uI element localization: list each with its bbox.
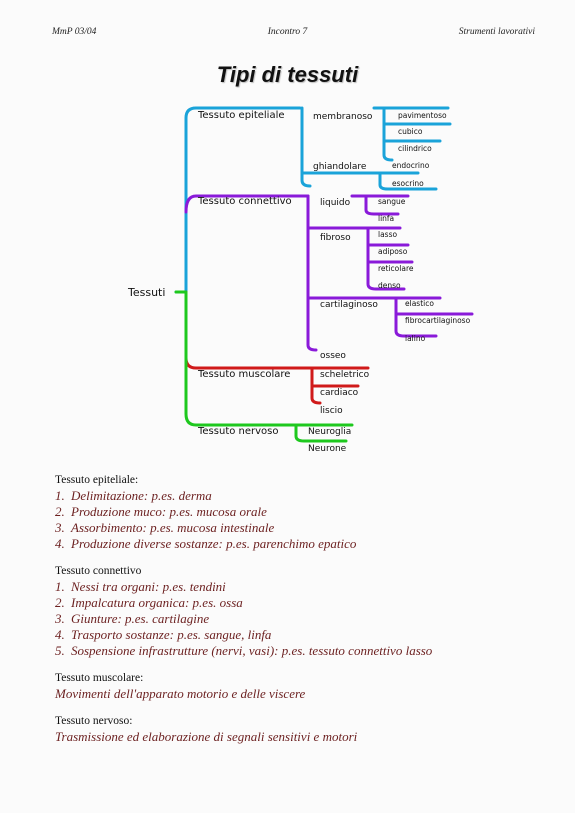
section-epiteliale: Tessuto epiteliale: 1. Delimitazione: p.e… xyxy=(55,473,555,552)
item-text: Delimitazione: p.es. derma xyxy=(71,488,212,503)
header-center: Incontro 7 xyxy=(267,27,308,37)
connector-ghiandolare-children xyxy=(370,171,438,191)
section-title: Tessuto nervoso: xyxy=(55,715,133,727)
item-number: 1. xyxy=(55,579,65,594)
connector-membranoso-children xyxy=(372,106,452,162)
list-item: 3. Giunture: p.es. cartilagine xyxy=(55,611,555,627)
label-linfa: linfa xyxy=(378,214,394,223)
list-item: 1. Delimitazione: p.es. derma xyxy=(55,488,555,504)
section-connettivo: Tessuto connettivo 1. Nessi tra organi: p… xyxy=(55,564,555,659)
label-liscio: liscio xyxy=(320,406,343,416)
label-cilindrico: cilindrico xyxy=(398,144,432,153)
connector-connettivo-main xyxy=(306,194,318,352)
connector-epiteliale xyxy=(174,106,302,294)
label-ialino: ialino xyxy=(405,334,426,343)
connector-muscolare xyxy=(184,290,308,370)
header-left: MmP 03/04 xyxy=(52,27,97,37)
item-text: Sospensione infrastrutture (nervi, vasi)… xyxy=(71,643,433,658)
list-item: 4. Trasporto sostanze: p.es. sangue, linf… xyxy=(55,627,555,643)
branch-connettivo xyxy=(184,194,474,352)
label-reticolare: reticolare xyxy=(378,264,414,273)
connector-nervoso-children xyxy=(294,423,354,443)
label-sangue: sangue xyxy=(378,197,406,206)
function-list: 1. Delimitazione: p.es. derma 2. Produzion… xyxy=(55,488,555,552)
item-text: Produzione muco: p.es. mucosa orale xyxy=(71,504,267,519)
diagram-root: Tessuti xyxy=(127,286,165,299)
label-cubico: cubico xyxy=(398,127,423,136)
connector-connettivo xyxy=(184,194,310,214)
label-lasso: lasso xyxy=(378,230,397,239)
tissue-functions: Tessuto epiteliale: 1. Delimitazione: p.e… xyxy=(55,473,555,757)
item-number: 4. xyxy=(55,627,65,642)
item-text: Nessi tra organi: p.es. tendini xyxy=(71,579,226,594)
label-endocrino: endocrino xyxy=(392,161,430,170)
label-denso: denso xyxy=(378,281,401,290)
label-muscolare: Tessuto muscolare xyxy=(197,369,290,380)
list-item: 2. Impalcatura organica: p.es. ossa xyxy=(55,595,555,611)
label-cardiaco: cardiaco xyxy=(320,388,359,398)
item-number: 2. xyxy=(55,595,65,610)
connector-cartilaginoso-children xyxy=(390,296,474,338)
header-right: Strumenti lavorativi xyxy=(458,27,535,37)
label-liquido: liquido xyxy=(320,198,351,208)
label-cartilaginoso: cartilaginoso xyxy=(320,300,378,310)
section-title: Tessuto muscolare: xyxy=(55,672,144,684)
label-pavimentoso: pavimentoso xyxy=(398,111,447,120)
label-membranoso: membranoso xyxy=(313,112,373,122)
label-ghiandolare: ghiandolare xyxy=(313,162,367,172)
section-muscolare: Tessuto muscolare: Movimenti dell'appara… xyxy=(55,671,555,702)
item-text: Trasporto sostanze: p.es. sangue, linfa xyxy=(71,627,272,642)
item-text: Giunture: p.es. cartilagine xyxy=(71,611,210,626)
tissue-tree-diagram: Tessuti Tessuto epiteliale membranoso pa… xyxy=(127,106,474,454)
item-number: 1. xyxy=(55,488,65,503)
item-text: Produzione diverse sostanze: p.es. paren… xyxy=(71,536,357,551)
label-adiposo: adiposo xyxy=(378,247,408,256)
connector-liquido-children xyxy=(350,194,410,216)
connector-membranoso xyxy=(300,106,312,188)
section-text: Movimenti dell'apparato motorio e delle … xyxy=(55,686,306,701)
branch-nervoso xyxy=(174,290,354,443)
item-number: 2. xyxy=(55,504,65,519)
label-neurone: Neurone xyxy=(308,444,347,454)
item-number: 3. xyxy=(55,611,65,626)
item-text: Impalcatura organica: p.es. ossa xyxy=(71,595,243,610)
label-neuroglia: Neuroglia xyxy=(308,427,351,437)
connector-nervoso xyxy=(174,290,298,427)
list-item: 2. Produzione muco: p.es. mucosa orale xyxy=(55,504,555,520)
label-epiteliale: Tessuto epiteliale xyxy=(197,110,285,121)
connector-muscolare-children xyxy=(304,366,370,405)
branch-epiteliale xyxy=(174,106,452,294)
function-list: 1. Nessi tra organi: p.es. tendini 2. Impa… xyxy=(55,579,555,659)
section-nervoso: Tessuto nervoso: Trasmissione ed elabora… xyxy=(55,714,555,745)
label-fibrocartilaginoso: fibrocartilaginoso xyxy=(405,316,471,325)
list-item: 1. Nessi tra organi: p.es. tendini xyxy=(55,579,555,595)
label-elastico: elastico xyxy=(405,299,434,308)
item-number: 5. xyxy=(55,643,65,658)
connector-fibroso-children xyxy=(356,226,414,291)
label-osseo: osseo xyxy=(320,351,346,361)
page-title: Tipi di tessuti xyxy=(216,62,359,87)
list-item: 3. Assorbimento: p.es. mucosa intestinale xyxy=(55,520,555,536)
section-text: Trasmissione ed elaborazione di segnali … xyxy=(55,729,358,744)
section-title: Tessuto epiteliale: xyxy=(55,474,139,486)
label-fibroso: fibroso xyxy=(320,233,351,243)
item-text: Assorbimento: p.es. mucosa intestinale xyxy=(71,520,275,535)
label-connettivo: Tessuto connettivo xyxy=(197,196,292,207)
label-nervoso: Tessuto nervoso xyxy=(197,426,279,437)
item-number: 3. xyxy=(55,520,65,535)
label-esocrino: esocrino xyxy=(392,179,424,188)
list-item: 4. Produzione diverse sostanze: p.es. par… xyxy=(55,536,555,552)
section-title: Tessuto connettivo xyxy=(55,565,142,577)
label-scheletrico: scheletrico xyxy=(320,370,370,380)
item-number: 4. xyxy=(55,536,65,551)
list-item: 5. Sospensione infrastrutture (nervi, vas… xyxy=(55,643,555,659)
